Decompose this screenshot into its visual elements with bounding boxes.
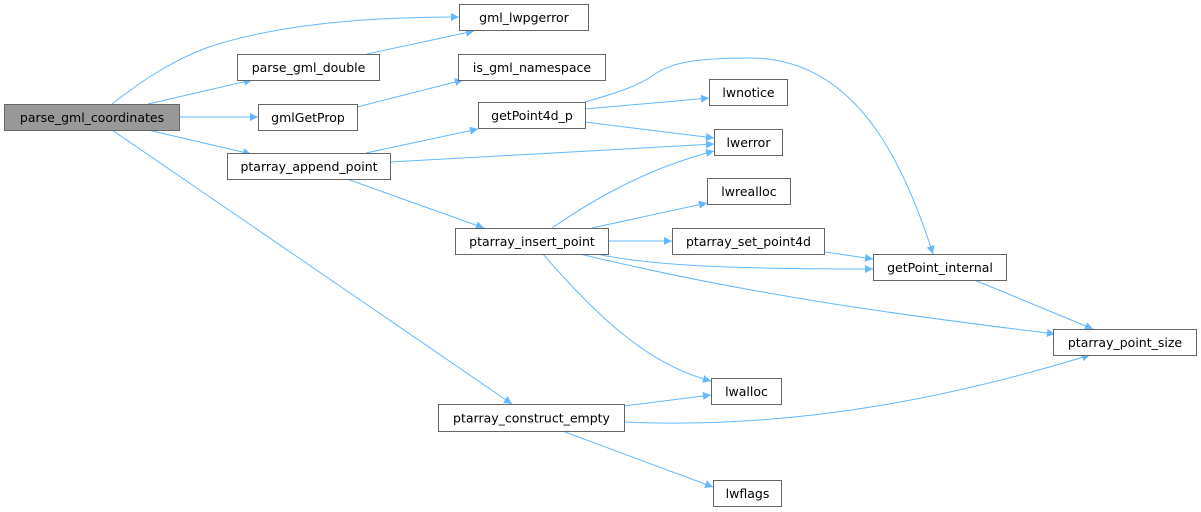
node-ptarray_point_size[interactable]: ptarray_point_size [1053,329,1197,356]
svg-text:is_gml_namespace: is_gml_namespace [473,60,591,75]
svg-text:parse_gml_coordinates: parse_gml_coordinates [20,110,164,125]
edge-ptarray_construct_empty-lwalloc [623,392,712,407]
node-gmlGetProp[interactable]: gmlGetProp [258,104,358,131]
edge-gmlGetProp-is_gml_namespace [356,78,464,108]
svg-text:ptarray_append_point: ptarray_append_point [240,159,377,174]
edge-ptarray_insert_point-lwerror [551,149,715,229]
svg-text:lwrealloc: lwrealloc [721,184,777,199]
node-parse_gml_double[interactable]: parse_gml_double [237,54,380,81]
edge-ptarray_append_point-ptarray_insert_point [346,178,485,230]
svg-text:getPoint_internal: getPoint_internal [887,260,993,275]
node-parse_gml_coordinates[interactable]: parse_gml_coordinates [4,104,180,131]
node-getPoint4d_p[interactable]: getPoint4d_p [478,102,586,129]
svg-text:ptarray_point_size: ptarray_point_size [1068,335,1183,350]
edge-ptarray_append_point-getPoint4d_p [365,126,479,154]
edge-ptarray_insert_point-lwalloc [542,253,712,383]
edge-parse_gml_coordinates-parse_gml_double [147,77,253,105]
svg-text:gmlGetProp: gmlGetProp [271,110,345,125]
node-lwrealloc[interactable]: lwrealloc [707,178,791,205]
edge-getPoint_internal-ptarray_point_size [971,278,1094,330]
node-is_gml_namespace[interactable]: is_gml_namespace [458,54,606,81]
svg-text:gml_lwpgerror: gml_lwpgerror [479,10,570,25]
edge-ptarray_insert_point-lwrealloc [591,200,708,229]
svg-text:lwnotice: lwnotice [722,85,775,100]
edge-getPoint4d_p-lwerror [584,121,715,141]
node-ptarray_set_point4d[interactable]: ptarray_set_point4d [672,228,825,255]
edges [111,13,1094,488]
edge-parse_gml_double-gml_lwpgerror [366,28,475,55]
edge-parse_gml_coordinates-gml_lwpgerror [111,13,460,105]
svg-text:lwflags: lwflags [726,486,770,501]
node-gml_lwpgerror[interactable]: gml_lwpgerror [459,4,589,31]
svg-text:getPoint4d_p: getPoint4d_p [491,108,573,123]
node-lwalloc[interactable]: lwalloc [711,378,782,405]
node-ptarray_insert_point[interactable]: ptarray_insert_point [455,228,609,255]
nodes: parse_gml_coordinates gml_lwpgerror pars… [4,4,1197,507]
node-lwerror[interactable]: lwerror [714,129,783,156]
edge-ptarray_set_point4d-getPoint_internal [824,251,874,262]
svg-text:lwalloc: lwalloc [725,384,768,399]
edge-ptarray_construct_empty-ptarray_point_size [623,353,1091,424]
node-getPoint_internal[interactable]: getPoint_internal [873,254,1007,281]
svg-text:ptarray_insert_point: ptarray_insert_point [469,234,595,249]
svg-text:parse_gml_double: parse_gml_double [252,60,366,75]
edge-parse_gml_coordinates-ptarray_construct_empty [111,129,513,405]
edge-getPoint4d_p-lwnotice [584,94,710,110]
svg-text:lwerror: lwerror [727,135,772,150]
edge-parse_gml_coordinates-ptarray_append_point [147,129,252,157]
svg-text:ptarray_set_point4d: ptarray_set_point4d [686,234,811,249]
edge-ptarray_insert_point-getPoint_internal [595,253,874,273]
edge-ptarray_insert_point-ptarray_point_size [579,253,1056,337]
edge-ptarray_construct_empty-lwflags [564,431,714,488]
node-lwnotice[interactable]: lwnotice [709,79,788,106]
node-ptarray_construct_empty[interactable]: ptarray_construct_empty [438,404,625,432]
node-ptarray_append_point[interactable]: ptarray_append_point [227,153,391,180]
edge-getPoint4d_p-getPoint_internal [584,57,935,255]
node-lwflags[interactable]: lwflags [713,480,782,507]
edge-ptarray_append_point-lwerror [389,140,715,163]
svg-text:ptarray_construct_empty: ptarray_construct_empty [453,411,611,426]
